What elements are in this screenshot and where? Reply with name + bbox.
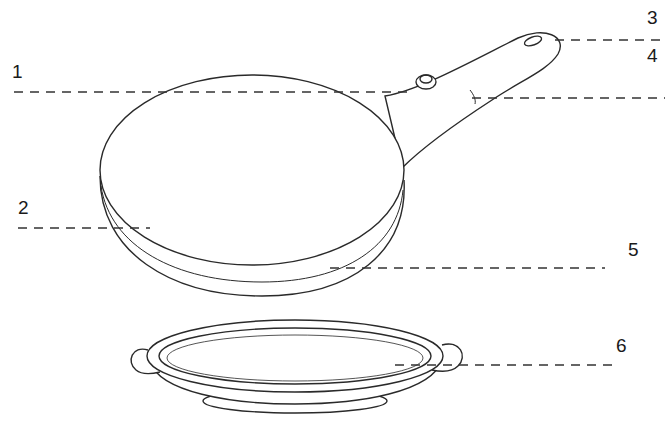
callout-number: 1 — [12, 62, 23, 81]
pan-handle — [385, 33, 560, 168]
leader-lines — [14, 40, 665, 365]
callout-number: 5 — [628, 240, 639, 259]
pan-body — [100, 75, 404, 296]
callout-number: 2 — [18, 198, 29, 217]
callout-number: 3 — [647, 8, 658, 27]
base-plate — [131, 320, 462, 413]
callout-number: 6 — [616, 336, 627, 355]
callout-number: 4 — [647, 46, 658, 65]
